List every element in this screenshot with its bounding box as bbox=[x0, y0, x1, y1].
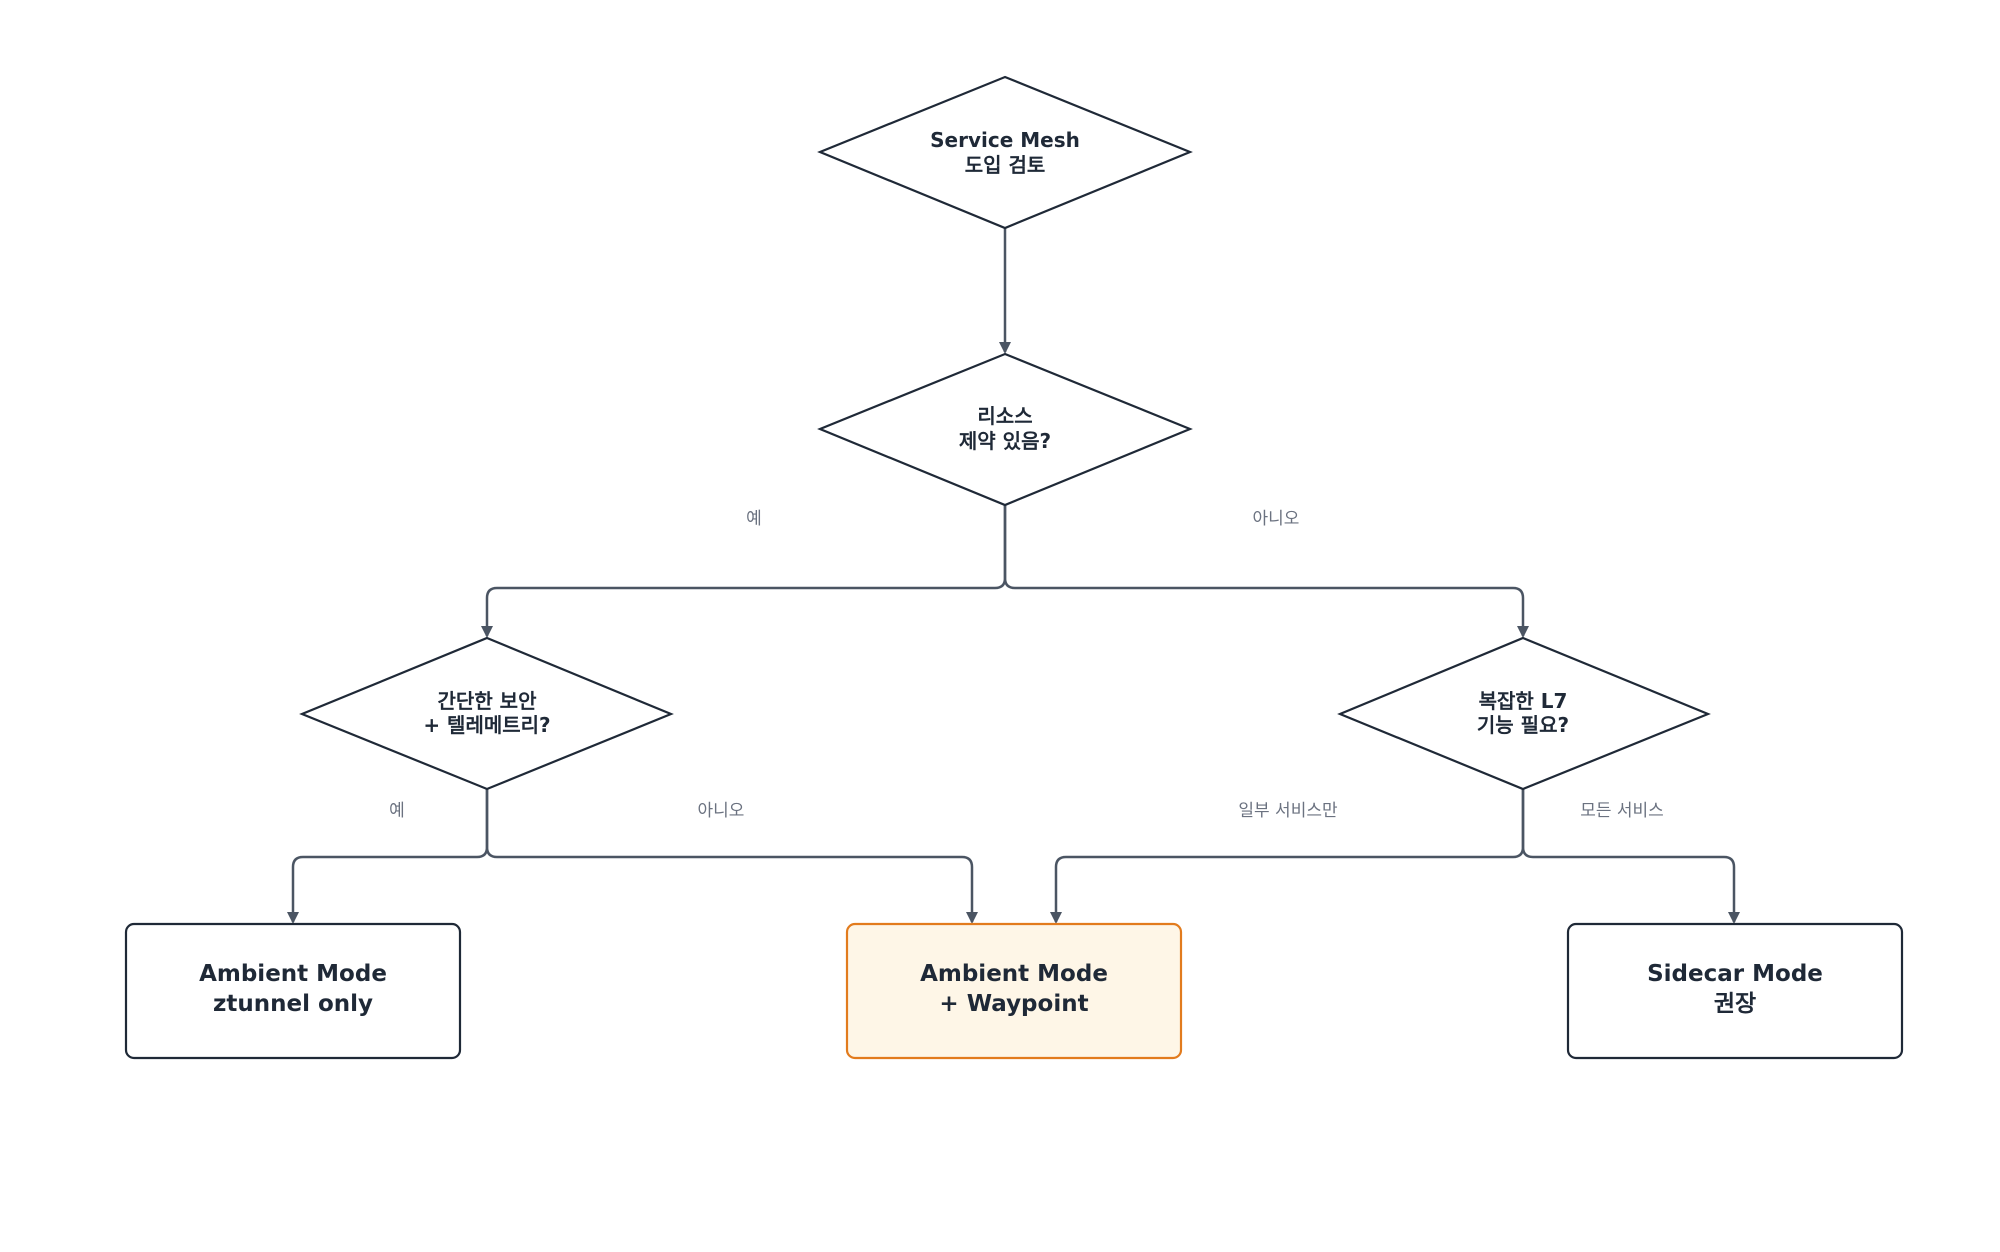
edge-label-resource-no: 아니오 bbox=[1253, 509, 1300, 529]
node-label: Ambient Mode bbox=[199, 961, 387, 987]
result-ambient-waypoint: Ambient Mode + Waypoint bbox=[845, 922, 1183, 1060]
node-label: 제약 있음? bbox=[959, 429, 1051, 453]
edge-label-l7-some: 일부 서비스만 bbox=[1238, 801, 1338, 821]
decision-start: Service Mesh 도입 검토 bbox=[817, 75, 1193, 230]
result-ambient-ztunnel: Ambient Mode ztunnel only bbox=[124, 922, 462, 1060]
diamond-shape bbox=[1337, 636, 1711, 791]
diamond-shape bbox=[299, 636, 674, 791]
node-label: Sidecar Mode bbox=[1647, 961, 1823, 987]
node-label: Service Mesh bbox=[930, 128, 1080, 152]
edge-label-security-yes: 예 bbox=[389, 801, 405, 821]
node-label: 도입 검토 bbox=[965, 153, 1046, 177]
diamond-shape bbox=[817, 75, 1193, 230]
result-sidecar: Sidecar Mode 권장 bbox=[1566, 922, 1904, 1060]
decision-complex-l7: 복잡한 L7 기능 필요? bbox=[1337, 636, 1711, 791]
box-shape bbox=[1566, 922, 1904, 1060]
node-label: 복잡한 L7 bbox=[1479, 689, 1568, 713]
edge-labels: 예 아니오 예 아니오 일부 서비스만 모든 서비스 bbox=[389, 509, 1664, 821]
edge-label-resource-yes: 예 bbox=[746, 509, 762, 529]
box-shape bbox=[124, 922, 462, 1060]
node-label: + Waypoint bbox=[939, 991, 1088, 1017]
node-label: ztunnel only bbox=[213, 991, 373, 1017]
node-label: + 텔레메트리? bbox=[423, 713, 550, 737]
decision-resource-constraint: 리소스 제약 있음? bbox=[817, 352, 1193, 507]
edges bbox=[287, 228, 1740, 924]
edge-resource-no bbox=[1003, 505, 1529, 638]
edge-security-no bbox=[485, 789, 978, 924]
diamond-shape bbox=[817, 352, 1193, 507]
node-label: 기능 필요? bbox=[1477, 713, 1569, 737]
edge-l7-all bbox=[1521, 789, 1740, 924]
decision-simple-security: 간단한 보안 + 텔레메트리? bbox=[299, 636, 674, 791]
edge-label-security-no: 아니오 bbox=[698, 801, 745, 821]
edge-label-l7-all: 모든 서비스 bbox=[1580, 801, 1664, 821]
node-label: 리소스 bbox=[977, 404, 1032, 428]
node-label: 권장 bbox=[1714, 991, 1756, 1017]
node-label: 간단한 보안 bbox=[438, 689, 538, 713]
node-label: Ambient Mode bbox=[920, 961, 1108, 987]
box-shape-highlighted bbox=[845, 922, 1183, 1060]
